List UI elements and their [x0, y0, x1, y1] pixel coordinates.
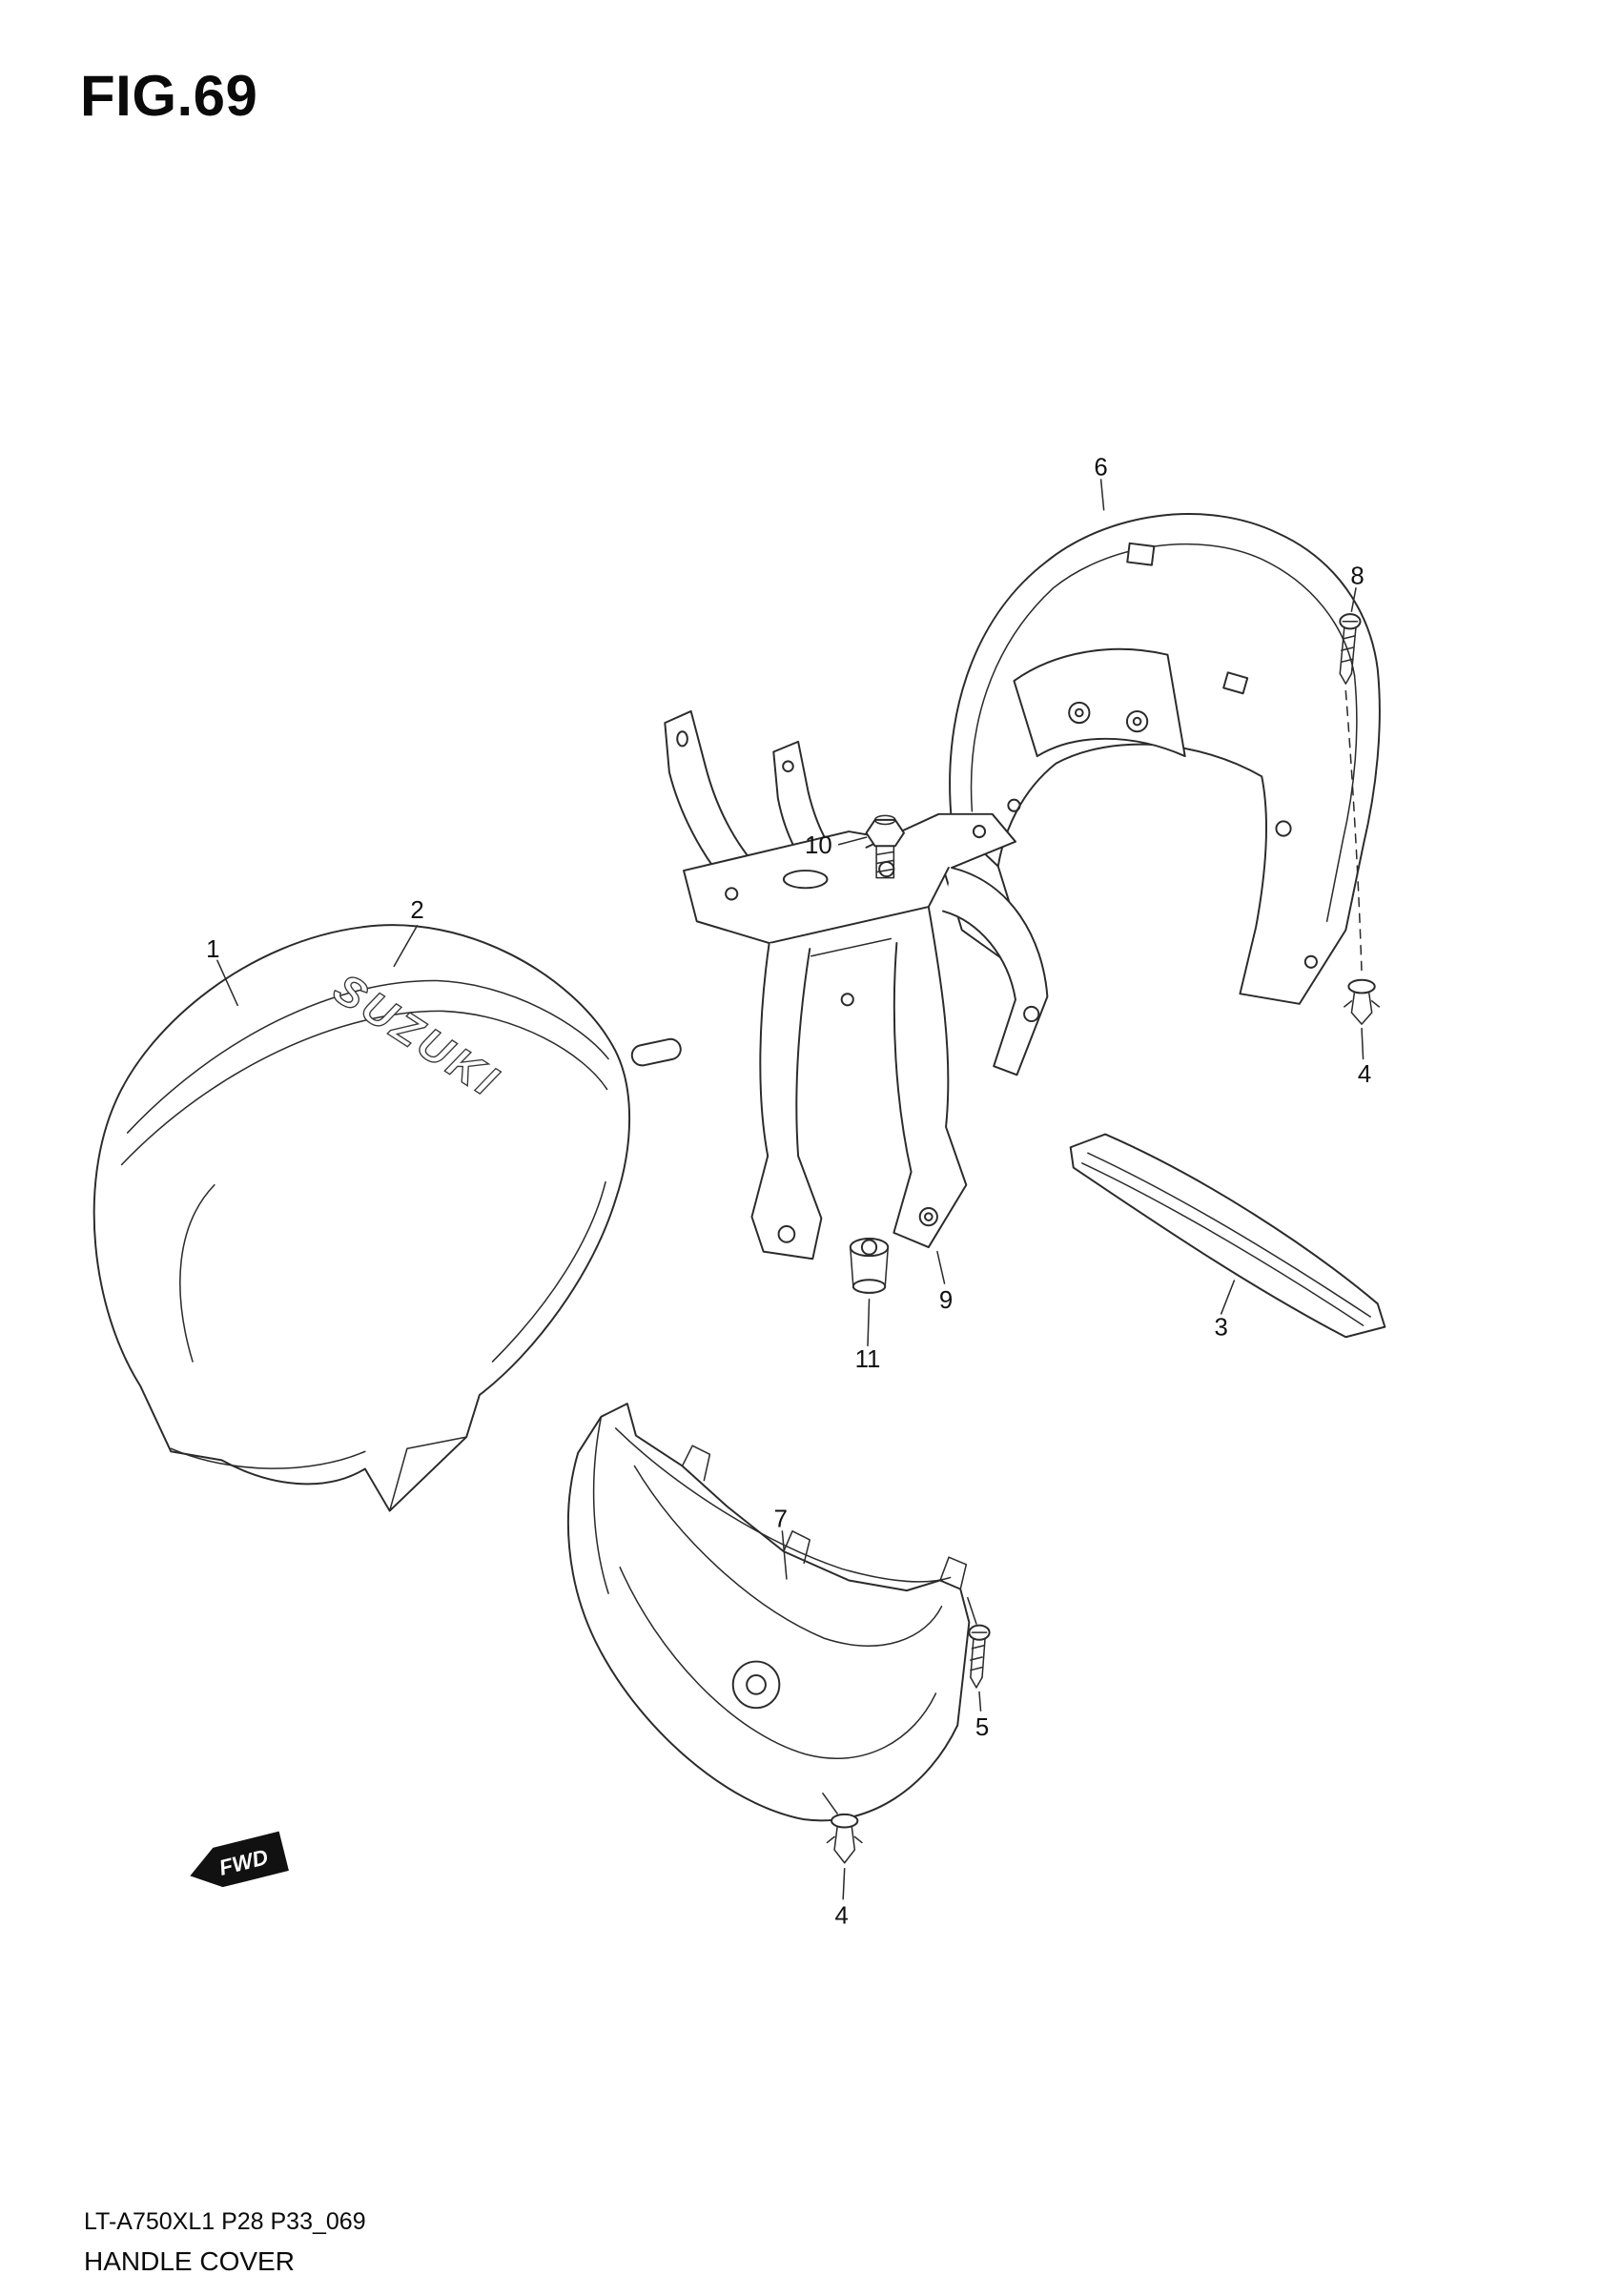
front-cover-outline: [92, 924, 631, 1512]
vent-slot: [1126, 542, 1156, 566]
screw-hole: [1007, 798, 1021, 812]
mount-tab: [939, 1556, 968, 1590]
screw-8: [1339, 613, 1362, 685]
bolt-11: [849, 1237, 890, 1294]
assembly-axis-line: [1344, 689, 1363, 974]
callout-6: 6: [1094, 454, 1107, 481]
boss-hole: [1125, 709, 1149, 733]
mount-tab: [681, 1445, 711, 1482]
side-arm: [942, 867, 1049, 1076]
screw-5: [967, 1596, 991, 1689]
handlebar-pin: [630, 1037, 682, 1067]
part-trim-strip: [1069, 1133, 1386, 1339]
boss-hole: [1068, 701, 1091, 725]
callout-5: 5: [975, 1714, 989, 1741]
fwd-arrow-icon: [190, 1831, 289, 1888]
plate-hole: [725, 887, 739, 901]
plate-slot: [782, 870, 829, 890]
bracket-assembly: [630, 709, 1049, 1261]
screw-hole: [1303, 954, 1318, 969]
stay-hole: [676, 730, 688, 748]
lower-cover-outline: [566, 1403, 971, 1822]
callout-10: 10: [805, 832, 832, 859]
callout-1: 1: [206, 936, 219, 963]
callout-7: 7: [774, 1506, 788, 1532]
callout-2: 2: [410, 897, 423, 924]
foot-hole: [777, 1225, 796, 1243]
stay-hole: [782, 760, 794, 772]
callout-9: 9: [939, 1287, 953, 1314]
callout-11: 11: [855, 1346, 881, 1373]
document-code: LT-A750XL1 P28 P33_069: [84, 2208, 366, 2235]
clip-4-lower: [822, 1793, 863, 1864]
mount-tab: [783, 1530, 810, 1565]
left-leg: [750, 942, 823, 1261]
callout-3: 3: [1215, 1315, 1228, 1342]
vent-slot: [1222, 671, 1249, 695]
callout-4-lower: 4: [834, 1903, 848, 1930]
fwd-marker: FWD: [190, 1831, 289, 1888]
part-front-cover: SUZUKI: [92, 924, 631, 1512]
foot-hole: [918, 1207, 938, 1227]
center-boss: [731, 1660, 781, 1710]
leader-lines: [216, 479, 1365, 1900]
clip-4-upper: [1344, 978, 1381, 1025]
bolt-10: [865, 814, 905, 879]
figure-part-title: HANDLE COVER: [84, 2246, 295, 2276]
screw-hole: [1275, 820, 1292, 837]
upper-arm: [865, 812, 1016, 870]
callout-4-upper: 4: [1358, 1061, 1371, 1088]
callout-8: 8: [1350, 563, 1364, 589]
part-rear-cover: [938, 513, 1381, 1005]
figure-title: FIG.69: [80, 64, 258, 128]
callout-numbers: 1 2 3 4 4 5 6 7 8 9 10 11: [206, 454, 1371, 1929]
right-leg: [893, 906, 968, 1249]
part-lower-cover: [566, 1403, 971, 1822]
